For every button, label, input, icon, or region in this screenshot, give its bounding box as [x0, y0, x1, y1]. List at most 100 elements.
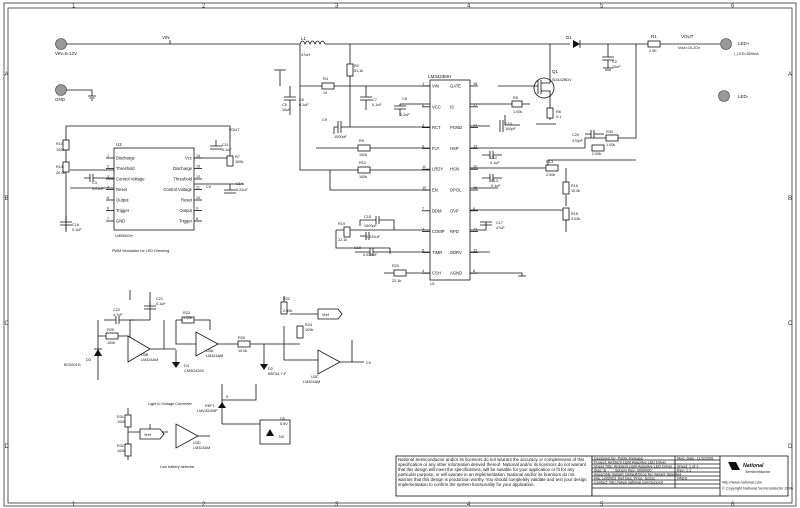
lowbat-caption: Low battery detector — [160, 465, 195, 469]
capacitor-c14 — [194, 183, 244, 194]
resistor-r7 — [226, 155, 234, 167]
capacitor-c7 — [360, 86, 372, 110]
u1-pin-right-num: 18 — [473, 82, 477, 86]
u2-pin-left-num: 5 — [107, 196, 109, 200]
ref1-value: LMV431IMF — [197, 409, 218, 413]
ovp-wire — [470, 168, 567, 232]
vout-small-label: VOUT — [229, 128, 240, 132]
grid-col-1: 1 — [72, 4, 76, 10]
vref-label-1: Vref — [322, 313, 330, 317]
vin-terminal[interactable]: VIN=5-12V — [55, 38, 77, 57]
c2-ref: C2 — [612, 60, 617, 64]
opamp-u3a — [195, 331, 219, 357]
u1-part: LM3423MH — [428, 74, 451, 79]
c16-value: 0.033uF — [366, 235, 381, 239]
diode-d4-symbol — [172, 362, 180, 368]
tb-assembly: Assembly Variant: Default/Drop No Varian… — [594, 473, 681, 477]
capacitor-c15 — [359, 216, 395, 230]
u2-pin-right-name: Trigger — [179, 219, 193, 224]
u2-pin-left-name: Control Voltage — [116, 177, 145, 182]
mosfet-q1-leads — [530, 44, 551, 108]
r24-value: 100k — [305, 328, 313, 332]
grid-row-d: D — [5, 444, 10, 450]
d5-ref: D5 — [280, 417, 285, 421]
vout-range-label: Vout=15-20V — [678, 46, 701, 50]
c15-value: 1000pF — [364, 224, 378, 228]
u2-pin-right-name: Vcc — [185, 156, 192, 161]
u2-pin-left-num: 6 — [107, 207, 109, 211]
logo-bottom: Semiconductor — [745, 470, 771, 474]
u1-pin-left-name: DDM — [432, 208, 442, 213]
grid-row-d-r: D — [788, 444, 793, 450]
c8-value: 2.2uF — [400, 113, 410, 117]
national-logo-mark — [728, 462, 740, 470]
resistor-r5 — [511, 100, 523, 108]
gnd-terminal-pad[interactable] — [55, 84, 67, 96]
u2-pin-left-num: 3 — [107, 175, 109, 179]
capacitor-c19 — [355, 248, 430, 256]
resistor-r10 — [62, 139, 70, 151]
grid-col-6: 6 — [731, 4, 735, 10]
u1-pin-right-num: 19 — [473, 144, 477, 148]
u3a-part: LM324AM — [206, 354, 223, 358]
title-block-grid — [592, 456, 721, 496]
u2-pin-right-name: Discharge — [173, 166, 193, 171]
resistor-r12 — [357, 166, 371, 174]
r7-ref: R7 — [235, 155, 240, 159]
diode-d2-symbol — [260, 364, 268, 370]
led-plus-pad[interactable] — [720, 38, 732, 50]
vin-terminal-pad[interactable] — [55, 38, 67, 50]
u2-pin-left-name: Threshold — [116, 166, 135, 171]
gnd-terminal[interactable]: GND — [55, 84, 67, 103]
pgnd-wire — [470, 120, 504, 132]
led-minus-terminal[interactable]: LED- — [718, 90, 749, 102]
u1-pin-left-num: 3 — [422, 228, 424, 232]
led-plus-terminal[interactable]: LED+ I_LED=500mA — [720, 38, 760, 57]
capacitor-c16 — [360, 232, 370, 240]
en-wire — [329, 170, 430, 191]
disclaimer-box — [395, 455, 593, 497]
r2-ref: R2 — [354, 64, 359, 68]
c20-ref: C20 — [572, 133, 579, 137]
comp-wire — [335, 229, 430, 254]
r22-ref: R22 — [283, 297, 290, 301]
u1-pin-right-num: 6 — [473, 269, 475, 273]
r23-value: 1.00k — [183, 316, 192, 320]
r5-ref: R5 — [513, 96, 518, 100]
led-minus-pad[interactable] — [718, 90, 730, 102]
opamp-u3b — [127, 335, 151, 363]
r16-value: 10.0k — [571, 189, 580, 193]
ref1-k: K — [226, 395, 229, 399]
u1-pin-left-name: VIN — [432, 84, 439, 89]
c3-value: 0.01uF — [92, 187, 105, 191]
tb-contact: Contact: http://www.national.com/support — [594, 481, 664, 485]
cv-net-label: CV — [206, 185, 212, 189]
grid-col-1-b: 1 — [72, 502, 76, 508]
ic-u1-lm3423: LM3423MH U1 VIN1VCC2RCT3FLT9LRDY11EN10DD… — [422, 74, 478, 286]
tb-website: http://www.national.com — [722, 481, 762, 485]
grid-col-2: 2 — [202, 4, 206, 10]
r20-ref: R20 — [392, 264, 399, 268]
ic-u1-body — [429, 79, 471, 281]
u2-ref: U2 — [116, 142, 122, 147]
resistor-r26 — [237, 340, 251, 348]
grid-row-c-r: C — [788, 321, 793, 327]
r14-value: 20.0k — [56, 171, 65, 175]
u3b-part: LM324AM — [141, 358, 158, 362]
r23-ref: R23 — [183, 311, 190, 315]
u2-pin-left-num: 7 — [107, 217, 109, 221]
u1-pin-right-name: OVP — [450, 208, 459, 213]
c6-ref: C6 — [299, 98, 304, 102]
u2-pin-left-name: GND — [116, 219, 125, 224]
c10-value: 100pF — [505, 127, 516, 131]
u1-pin-left-num: 11 — [422, 165, 426, 169]
u1-pin-left-num: 1 — [422, 82, 424, 86]
c19-value: 0.033uF — [363, 253, 378, 257]
c14-ref: C14 — [236, 182, 243, 186]
capacitor-c5 — [284, 86, 296, 115]
u2-pin-left-num: 1 — [107, 154, 109, 158]
resistor-r20 — [393, 269, 407, 277]
c5-value: 10uF — [282, 108, 291, 112]
u2-pin-left-name: Reset — [116, 187, 128, 192]
